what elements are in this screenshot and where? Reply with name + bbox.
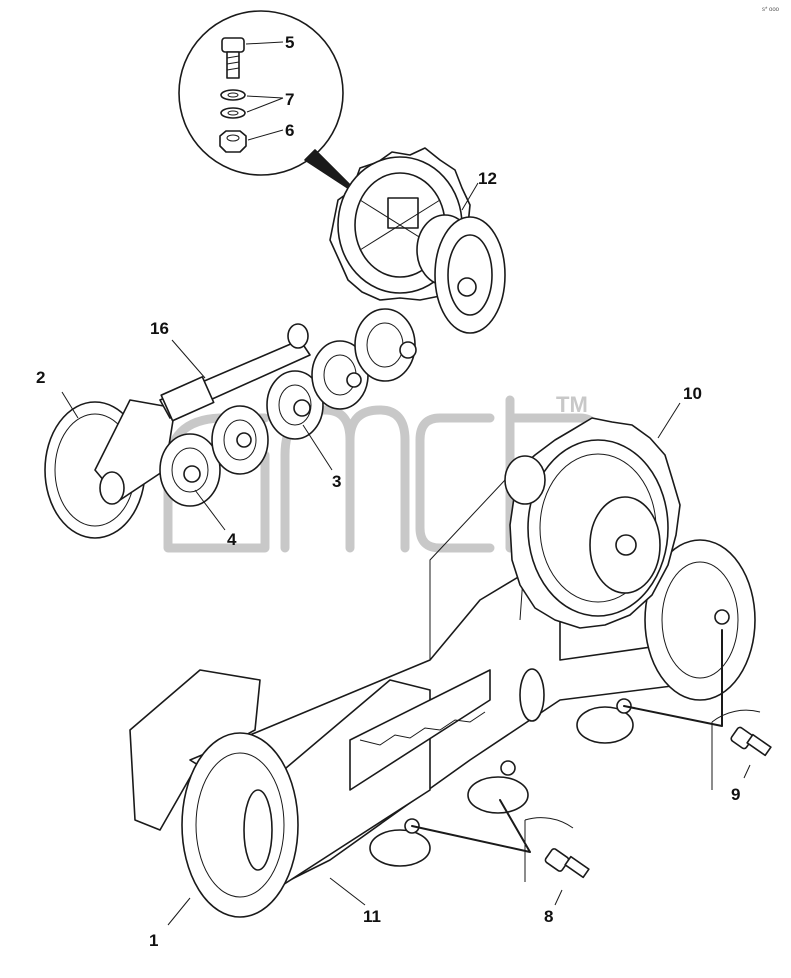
leader-16 [171, 339, 206, 379]
callout-2: 2 [36, 368, 45, 387]
front-idler-part-2 [44, 399, 176, 539]
leader-3 [302, 424, 333, 471]
leader-1 [167, 897, 191, 926]
drive-sprocket-part-10 [504, 402, 681, 629]
callout-5: 5 [285, 33, 294, 52]
leader-2 [61, 391, 79, 419]
callout-10: 10 [683, 384, 702, 403]
callout-16: 16 [150, 319, 169, 338]
drive-sprocket-part-11 [329, 147, 506, 334]
hardware-detail-inset [178, 10, 364, 199]
callout-12: 11 [363, 907, 381, 926]
front-idler-part-1 [181, 732, 299, 918]
leader-4 [194, 489, 226, 531]
track-roller-part-4 [159, 405, 269, 507]
shaft-part-16 [159, 323, 311, 422]
bolt-part-8 [411, 799, 590, 906]
callout-6: 6 [285, 121, 294, 140]
washer-part-7 [220, 89, 246, 119]
callout-11: 12 [478, 169, 497, 188]
nut-part-6 [219, 130, 247, 153]
bolt-part-9 [623, 629, 772, 790]
watermark-trademark: TM [556, 392, 588, 417]
callout-7: 7 [285, 90, 294, 109]
track-roller-part-3 [266, 308, 417, 440]
lower-rollers [369, 539, 756, 867]
callout-8: 8 [544, 907, 553, 926]
leader-12 [329, 877, 366, 906]
callout-4: 4 [227, 530, 237, 549]
callout-1: 1 [149, 931, 158, 950]
bolt-part-5 [221, 37, 245, 79]
callout-3: 3 [332, 472, 341, 491]
corner-mark: s* ooo [762, 7, 780, 13]
callout-9: 9 [731, 785, 740, 804]
